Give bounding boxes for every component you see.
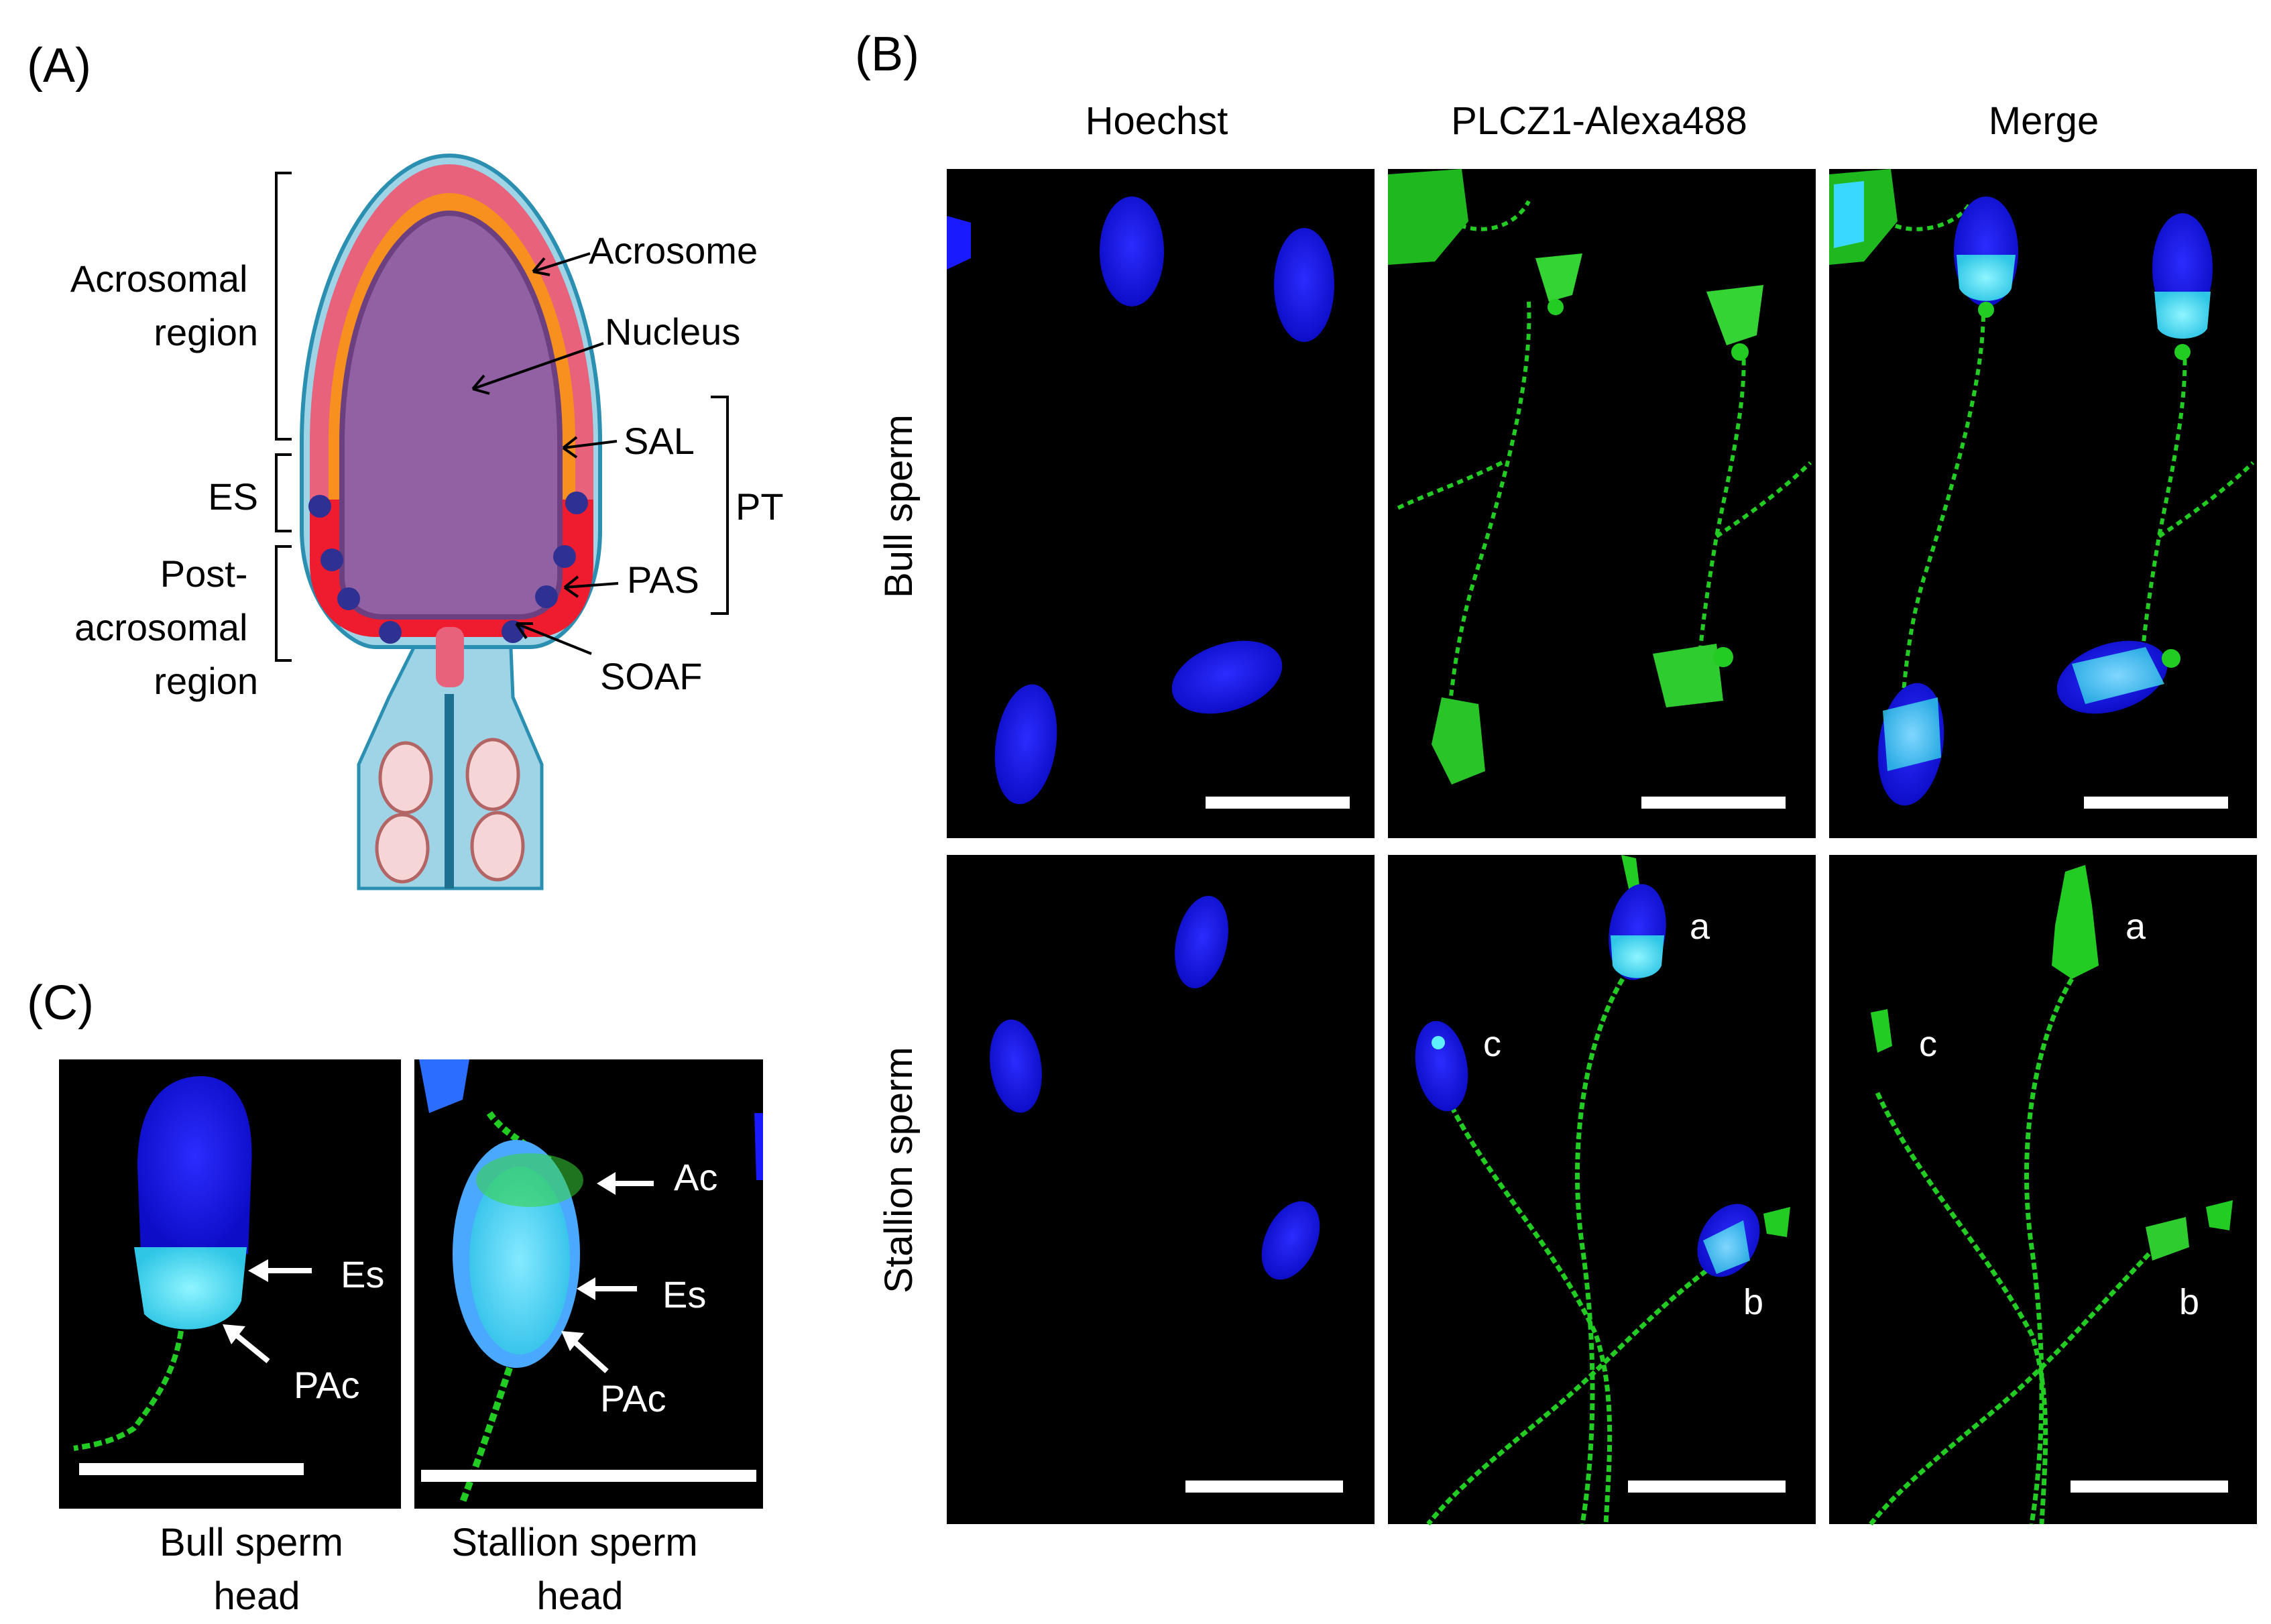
- postacrosomal-bracket: [275, 545, 292, 662]
- scale-bar: [1185, 1481, 1343, 1493]
- label-sal: SAL: [624, 420, 695, 462]
- column-title-plcz1: PLCZ1-Alexa488: [1451, 99, 1747, 143]
- column-title-merge: Merge: [1989, 99, 2099, 143]
- label-acrosome: Acrosome: [589, 229, 758, 272]
- sperm-label-b-plcz1: b: [1743, 1282, 1763, 1322]
- caption-bull-head: Bull sperm head: [160, 1521, 354, 1618]
- sperm-label-a-merge: a: [2126, 907, 2146, 947]
- label-pas: PAS: [627, 559, 699, 601]
- sperm-label-b-merge: b: [2179, 1282, 2199, 1322]
- label-es: ES: [208, 475, 258, 518]
- micrograph-bull-merge: [1829, 169, 2257, 838]
- mitochondria: [375, 738, 525, 884]
- panel-label-a: (A): [27, 39, 91, 93]
- sperm-head-diagram: Acrosome Nucleus SAL PAS SOAF PT Acrosom…: [70, 153, 784, 890]
- caption-stallion-head: Stallion sperm head: [451, 1521, 709, 1618]
- sperm-label-a-plcz1: a: [1690, 907, 1710, 947]
- zoom-stallion-ac: Ac: [674, 1156, 717, 1198]
- panel-label-c: (C): [27, 976, 94, 1030]
- zoom-bull-head: Es PAc: [59, 1059, 401, 1509]
- axoneme: [445, 694, 454, 888]
- panel-label-b: (B): [855, 27, 919, 81]
- label-nucleus: Nucleus: [605, 310, 740, 353]
- zoom-bull-pac: PAc: [294, 1364, 360, 1406]
- zoom-stallion-pac: PAc: [600, 1377, 666, 1419]
- micrograph-stallion-plcz1: [1388, 855, 1816, 1526]
- scale-bar: [421, 1470, 756, 1482]
- label-acrosomal-region: Acrosomal region: [70, 257, 258, 353]
- zoom-stallion-head: Ac Es PAc: [414, 1059, 763, 1509]
- centriole: [436, 627, 464, 687]
- sperm-label-c-merge: c: [1919, 1024, 1937, 1064]
- label-pt: PT: [736, 485, 784, 528]
- micrograph-stallion-hoechst: [947, 855, 1375, 1524]
- nucleus-shape: [339, 210, 563, 620]
- row-title-bull: Bull sperm: [877, 414, 921, 598]
- es-bracket: [275, 453, 292, 532]
- micrograph-bull-hoechst: [947, 169, 1375, 838]
- scale-bar: [1628, 1481, 1786, 1493]
- zoom-stallion-es: Es: [662, 1273, 706, 1316]
- row-title-stallion: Stallion sperm: [877, 1047, 921, 1293]
- scale-bar: [79, 1463, 304, 1475]
- scale-bar: [1206, 797, 1350, 809]
- sperm-label-c-plcz1: c: [1483, 1024, 1501, 1064]
- label-soaf: SOAF: [600, 655, 702, 697]
- column-title-hoechst: Hoechst: [1086, 99, 1228, 143]
- zoom-bull-es: Es: [341, 1253, 384, 1295]
- soaf-dots: [308, 491, 588, 644]
- scale-bar: [2071, 1481, 2228, 1493]
- micrograph-stallion-merge: [1829, 855, 2257, 1526]
- pt-bracket: [711, 396, 729, 615]
- label-postacrosomal-region: Post- acrosomal region: [74, 553, 258, 702]
- micrograph-bull-plcz1: [1388, 169, 1816, 838]
- acrosomal-bracket: [275, 172, 292, 441]
- scale-bar: [2084, 797, 2228, 809]
- scale-bar: [1641, 797, 1786, 809]
